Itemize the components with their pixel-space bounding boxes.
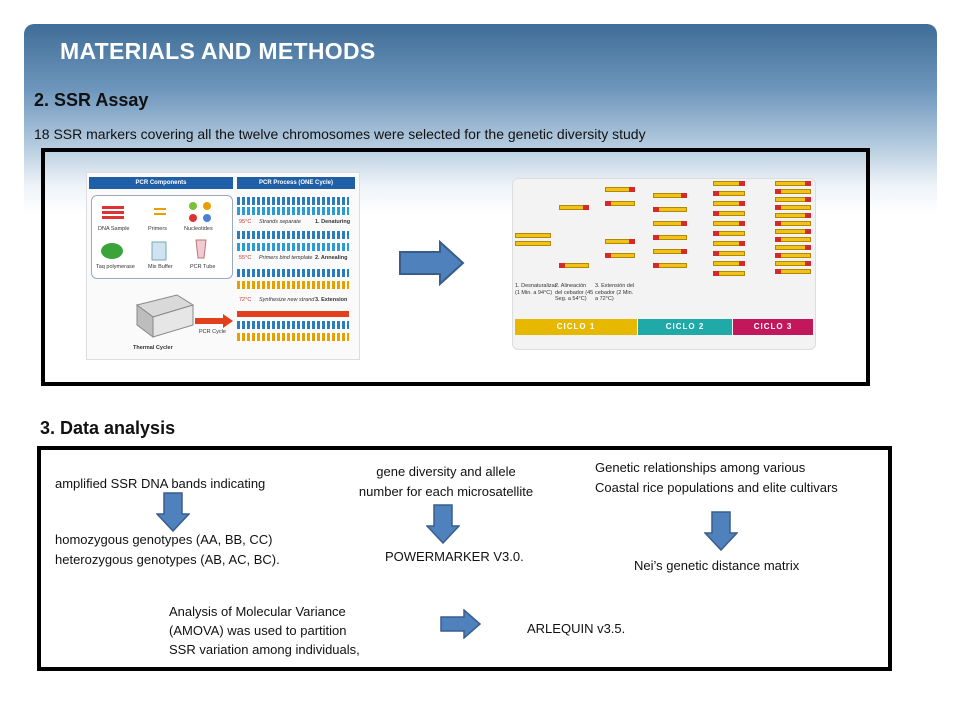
- cycle-step-1: 1. Desnaturalizar (1 Min. a 94°C): [515, 283, 557, 296]
- step-desc: Synthesize new strand: [259, 297, 315, 303]
- primer-mark: [739, 241, 745, 246]
- primer-mark: [775, 269, 781, 274]
- primer-mark: [681, 249, 687, 254]
- components-box: DNA Sample Primers Nucleotides Taq polym…: [91, 195, 233, 279]
- pcr-components-header: PCR Components: [89, 177, 233, 189]
- primer-mark: [775, 237, 781, 242]
- primer-mark: [805, 213, 811, 218]
- pcr-tube-icon: [195, 239, 207, 259]
- step-label: 2. Annealing: [315, 255, 348, 261]
- analysis-heading: 3. Data analysis: [40, 418, 176, 438]
- ssr-heading: 2. SSR Assay: [34, 90, 149, 110]
- pcr-process-header: PCR Process (ONE Cycle): [237, 177, 355, 189]
- down-arrow-icon: [156, 492, 190, 532]
- step-label: 1. Denaturing: [315, 219, 351, 225]
- cycle-step-3: 3. Extensión del cebador (2 Min. a 72°C): [595, 283, 635, 302]
- primer-mark: [739, 221, 745, 226]
- col2-top-text-2: number for each microsatellite: [358, 484, 534, 499]
- primer-mark: [653, 235, 659, 240]
- primer-mark: [805, 261, 811, 266]
- primer-mark: [775, 189, 781, 194]
- col1-bottom-text-2: heterozygous genotypes (AB, AC, BC).: [55, 552, 280, 567]
- component-label: DNA Sample: [98, 226, 130, 232]
- ciclo-1-bar: CICLO 1: [515, 319, 637, 335]
- primer-mark: [653, 207, 659, 212]
- component-label: Taq polymerase: [96, 264, 135, 270]
- primer-mark: [583, 205, 589, 210]
- amova-text-1: Analysis of Molecular Variance: [169, 604, 346, 619]
- primer-mark: [739, 261, 745, 266]
- arlequin-text: ARLEQUIN v3.5.: [527, 621, 626, 636]
- primer-mark: [559, 263, 565, 268]
- down-arrow-icon: [426, 504, 460, 544]
- primer-mark: [805, 229, 811, 234]
- primer-mark: [805, 197, 811, 202]
- step-desc: Primers bind template: [259, 255, 313, 261]
- primer-mark: [713, 251, 719, 256]
- component-label: Nucleotides: [184, 226, 213, 232]
- primer-mark: [681, 221, 687, 226]
- step-label: 3. Extension: [315, 297, 348, 303]
- primers-icon: [154, 208, 166, 215]
- primer-mark: [775, 221, 781, 226]
- amova-text-2: (AMOVA) was used to partition: [169, 623, 347, 638]
- components-icons: [101, 202, 211, 261]
- col3-top-text-2: Coastal rice populations and elite culti…: [595, 480, 838, 495]
- primer-mark: [713, 191, 719, 196]
- primer-mark: [739, 181, 745, 186]
- nucleotides-icon: [189, 202, 211, 222]
- primer-mark: [739, 201, 745, 206]
- pcr-diagram: PCR Components PCR Process (ONE Cycle) D…: [86, 172, 360, 360]
- col3-top-text-1: Genetic relationships among various: [595, 460, 806, 475]
- down-arrow-icon: [704, 511, 738, 551]
- primer-mark: [629, 187, 635, 192]
- primer-mark: [629, 239, 635, 244]
- step-desc: Strands separate: [259, 219, 301, 225]
- primer-mark: [775, 205, 781, 210]
- pcr-cycles-diagram: 1. Desnaturalizar (1 Min. a 94°C) 2. Ali…: [512, 178, 816, 350]
- primer-mark: [605, 253, 611, 258]
- col3-bottom-text: Nei’s genetic distance matrix: [634, 558, 800, 573]
- col2-bottom-text: POWERMARKER V3.0.: [385, 549, 524, 564]
- step-temp: 55°C: [239, 255, 252, 261]
- pcr-cycle-label: PCR Cycle: [199, 329, 226, 335]
- component-label: Primers: [148, 226, 167, 232]
- col1-top-text: amplified SSR DNA bands indicating: [55, 476, 266, 491]
- dna-sample-icon: [102, 206, 124, 219]
- col1-bottom-text-1: homozygous genotypes (AA, BB, CC): [55, 532, 273, 547]
- primer-mark: [653, 263, 659, 268]
- thermal-cycler-icon: [135, 294, 195, 338]
- ciclo-2-bar: CICLO 2: [638, 319, 732, 335]
- primer-mark: [713, 271, 719, 276]
- step-temp: 72°C: [239, 297, 252, 303]
- primer-mark: [713, 211, 719, 216]
- pcr-process-steps: 95°C Strands separate 1. Denaturing 55°C…: [237, 193, 355, 357]
- cycle-step-2: 2. Alineación del cebador (45 Seg. a 54°…: [555, 283, 594, 302]
- component-label: PCR Tube: [190, 264, 216, 270]
- right-arrow-icon: [399, 240, 465, 286]
- primer-mark: [805, 181, 811, 186]
- col2-top-text-1: gene diversity and allele: [376, 464, 516, 479]
- dna-strand: [515, 241, 551, 246]
- primer-mark: [681, 193, 687, 198]
- primer-mark: [605, 201, 611, 206]
- ssr-description: 18 SSR markers covering all the twelve c…: [34, 126, 646, 142]
- primer-mark: [713, 231, 719, 236]
- amova-text-3: SSR variation among individuals,: [169, 642, 360, 657]
- page-title: MATERIALS AND METHODS: [60, 38, 376, 64]
- thermal-cycler-label: Thermal Cycler: [133, 345, 173, 351]
- primer-mark: [775, 253, 781, 258]
- step-temp: 95°C: [239, 219, 252, 225]
- pcr-cycle-arrow-icon: [195, 314, 233, 328]
- component-label: Mix Buffer: [148, 264, 173, 270]
- ssr-figure-frame: [41, 148, 870, 386]
- taq-polymerase-icon: [101, 243, 123, 259]
- dna-strand: [515, 233, 551, 238]
- primer-mark: [805, 245, 811, 250]
- analysis-frame: [37, 446, 892, 671]
- right-arrow-small-icon: [440, 609, 482, 639]
- mix-buffer-icon: [151, 241, 167, 261]
- ciclo-3-bar: CICLO 3: [733, 319, 813, 335]
